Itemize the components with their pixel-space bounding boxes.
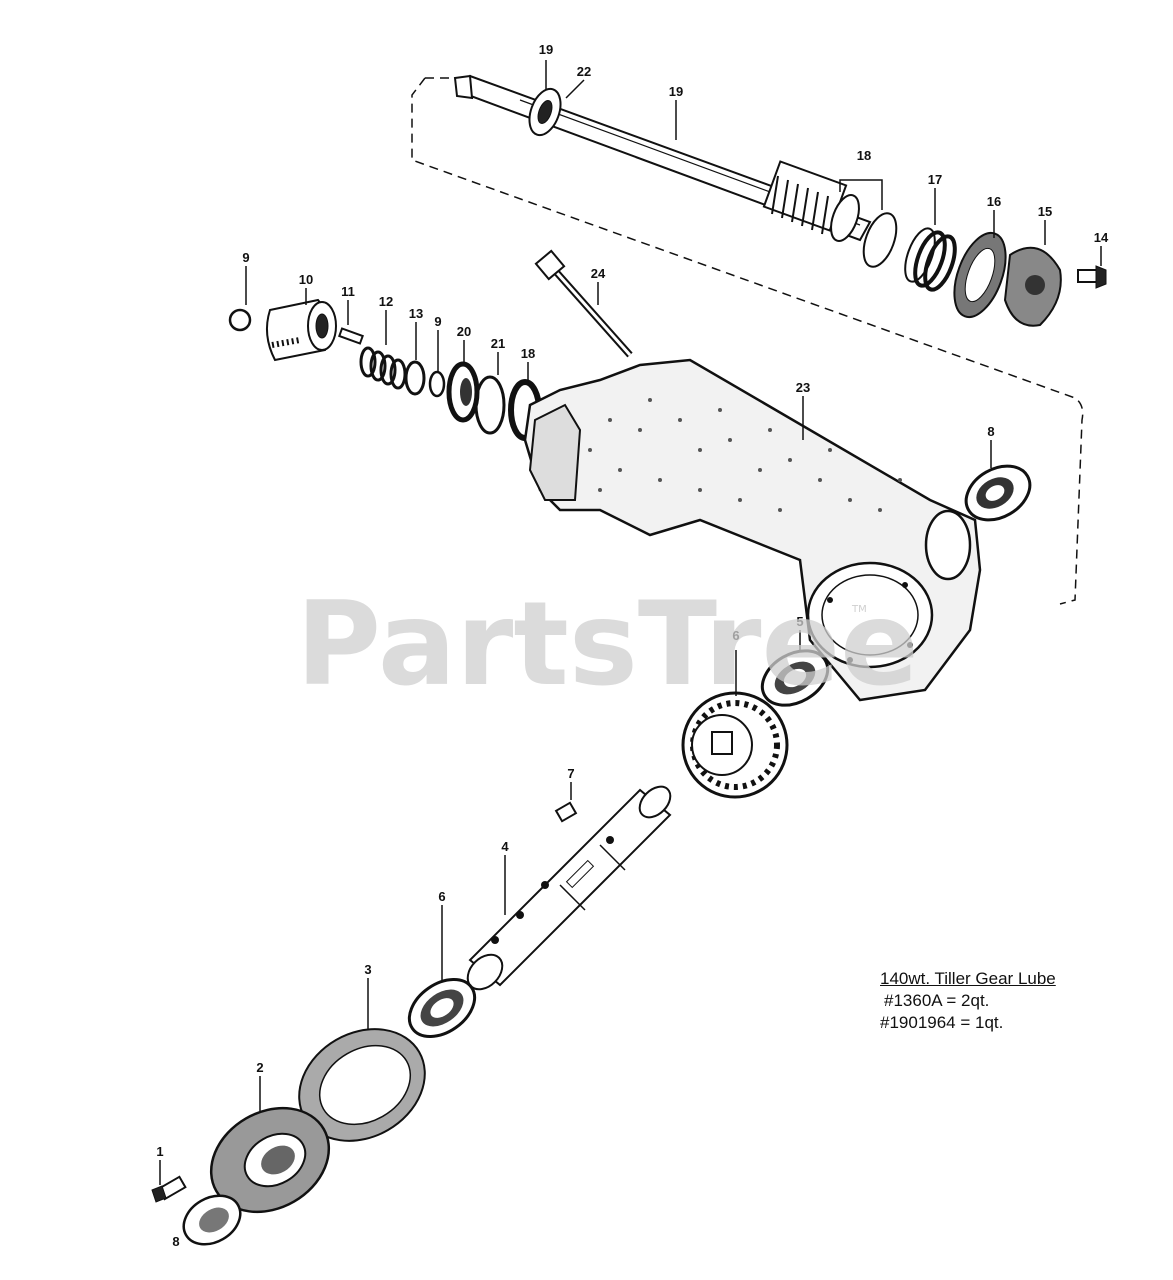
callout-18a: 18 (857, 148, 871, 163)
bearing-20 (446, 361, 480, 423)
callout-15: 15 (1038, 204, 1052, 219)
seal-8b (182, 1194, 242, 1246)
lube-note-line-1: #1360A = 2qt. (884, 991, 990, 1010)
bearing-cup-18 (862, 212, 898, 268)
lube-note-heading: 140wt. Tiller Gear Lube (880, 969, 1056, 988)
worm-gear (762, 160, 848, 235)
callout-17: 17 (928, 172, 942, 187)
gasket-3 (298, 1028, 426, 1142)
lube-note-line-2: #1901964 = 1qt. (880, 1013, 1004, 1032)
gear-housing-23 (523, 358, 982, 702)
callout-18b: 18 (521, 346, 535, 361)
callout-3: 3 (364, 962, 371, 977)
end-cap-15 (1003, 246, 1062, 327)
callout-24: 24 (591, 266, 606, 281)
clutch-collar-10 (265, 298, 337, 362)
output-shaft-4 (466, 785, 672, 991)
vent-tube-24 (534, 249, 633, 358)
callout-9b: 9 (434, 314, 441, 329)
watermark-trademark: TM (851, 604, 867, 615)
bearing-8a (964, 464, 1032, 522)
bolt-14 (1077, 265, 1107, 289)
gasket-16 (953, 231, 1007, 319)
subassembly-dashed-boundary (411, 77, 1084, 605)
callout-8b: 8 (172, 1234, 179, 1249)
callout-6b: 6 (438, 889, 445, 904)
callout-20: 20 (457, 324, 471, 339)
callout-1: 1 (156, 1144, 163, 1159)
callout-8a: 8 (987, 424, 994, 439)
bearing-cap-2 (209, 1106, 331, 1214)
callout-4: 4 (501, 839, 509, 854)
snap-ring-9b (428, 370, 446, 398)
callout-12: 12 (379, 294, 393, 309)
callout-16: 16 (987, 194, 1001, 209)
callout-19b: 19 (669, 84, 683, 99)
bearing-5 (760, 649, 830, 707)
watermark: PartsTree (296, 577, 919, 712)
callout-21: 21 (491, 336, 505, 351)
snap-ring-21 (474, 375, 506, 435)
callout-9a: 9 (242, 250, 249, 265)
bearing-6b (407, 977, 477, 1039)
callout-14: 14 (1094, 230, 1109, 245)
callout-23: 23 (796, 380, 810, 395)
callout-13: 13 (409, 306, 423, 321)
key-7 (554, 801, 578, 823)
lube-note: 140wt. Tiller Gear Lube #1360A = 2qt. #1… (880, 968, 1056, 1034)
pin-11 (338, 327, 364, 345)
callout-19a: 19 (539, 42, 553, 57)
callout-2: 2 (256, 1060, 263, 1075)
worm-wheel-gear-6 (681, 691, 789, 799)
snap-ring-9 (228, 308, 252, 332)
washer-13 (404, 360, 426, 396)
callout-labels: 19 22 19 18 17 16 15 14 24 9 10 11 12 13… (156, 42, 1109, 1249)
callout-6a: 6 (732, 628, 739, 643)
callout-11: 11 (341, 284, 355, 299)
leader-lines (159, 60, 1102, 1185)
callout-7: 7 (567, 766, 574, 781)
drive-shaft (453, 74, 872, 242)
callout-5: 5 (796, 614, 803, 629)
shim-17 (904, 227, 957, 292)
callout-10: 10 (299, 272, 313, 287)
bolt-1 (151, 1175, 187, 1203)
spring-12 (359, 346, 407, 390)
callout-22a: 22 (577, 64, 591, 79)
